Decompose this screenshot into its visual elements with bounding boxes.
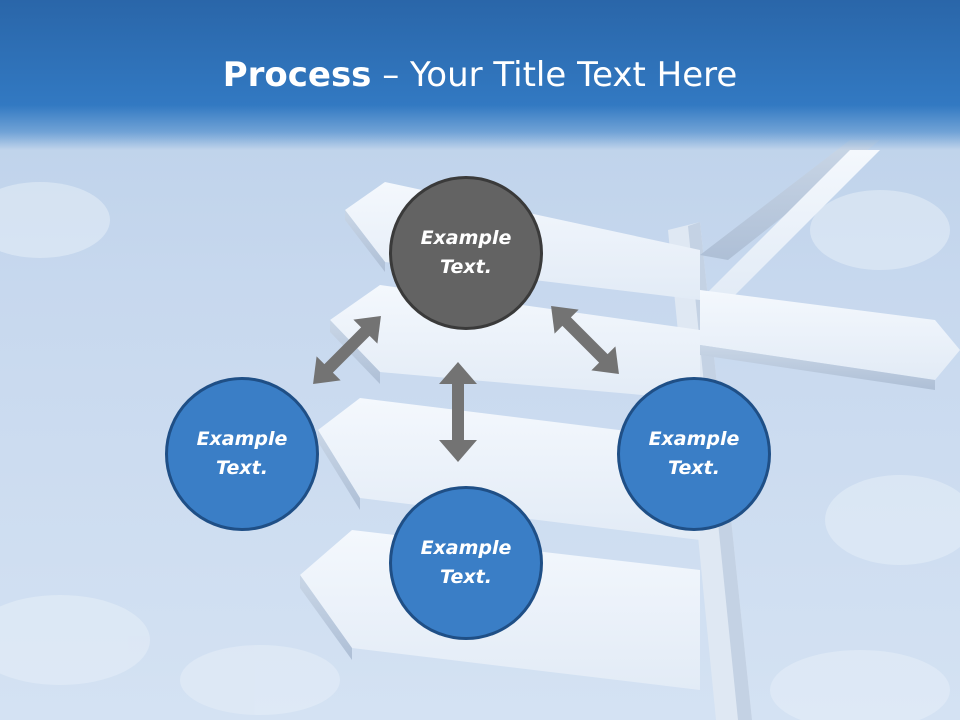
double-arrow-left: [313, 316, 381, 384]
title-bold: Process: [222, 55, 372, 95]
title-rest: – Your Title Text Here: [371, 55, 738, 95]
node-bottom-line1: Example: [420, 537, 512, 559]
node-right-line2: Text.: [668, 457, 720, 479]
double-arrow-vertical: [439, 362, 477, 462]
node-right-line1: Example: [648, 428, 740, 450]
slide-title: Process – Your Title Text Here: [0, 52, 960, 98]
node-top-line1: Example: [420, 227, 512, 249]
node-top-line2: Text.: [440, 256, 492, 278]
node-bottom-line2: Text.: [440, 566, 492, 588]
double-arrow-right: [551, 306, 619, 374]
title-bar: [0, 0, 960, 150]
node-left-line1: Example: [196, 428, 288, 450]
node-left-line2: Text.: [216, 457, 268, 479]
